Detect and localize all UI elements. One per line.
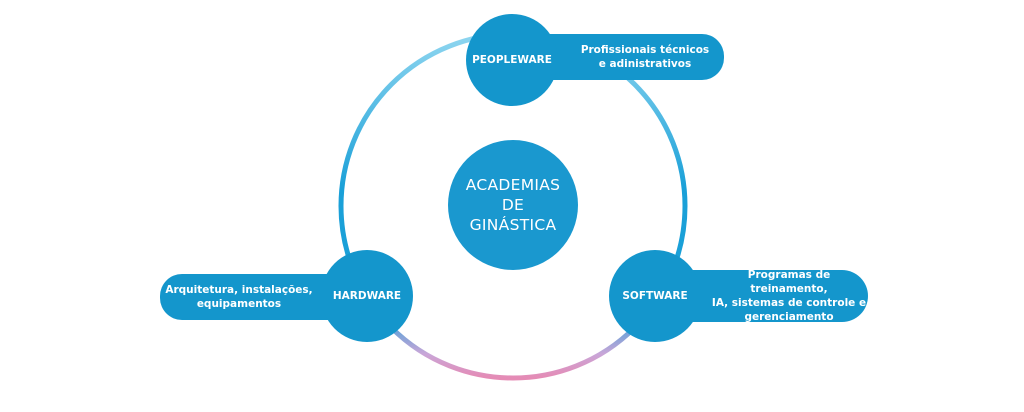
hardware-node: HARDWARE xyxy=(321,250,413,342)
hardware-label: HARDWARE xyxy=(332,290,402,302)
center-circle: ACADEMIAS DE GINÁSTICA xyxy=(448,140,578,270)
hardware-description-text: Arquitetura, instalações, equipamentos xyxy=(165,284,313,310)
software-node: SOFTWARE xyxy=(609,250,701,342)
peopleware-label: PEOPLEWARE xyxy=(472,54,552,66)
peopleware-node: PEOPLEWARE xyxy=(466,14,558,106)
software-description-text: Programas de treinamento, IA, sistemas d… xyxy=(711,269,867,323)
software-label: SOFTWARE xyxy=(622,290,688,302)
center-label: ACADEMIAS DE GINÁSTICA xyxy=(465,176,561,234)
peopleware-description-text: Profissionais técnicos e adinistrativos xyxy=(580,44,710,70)
